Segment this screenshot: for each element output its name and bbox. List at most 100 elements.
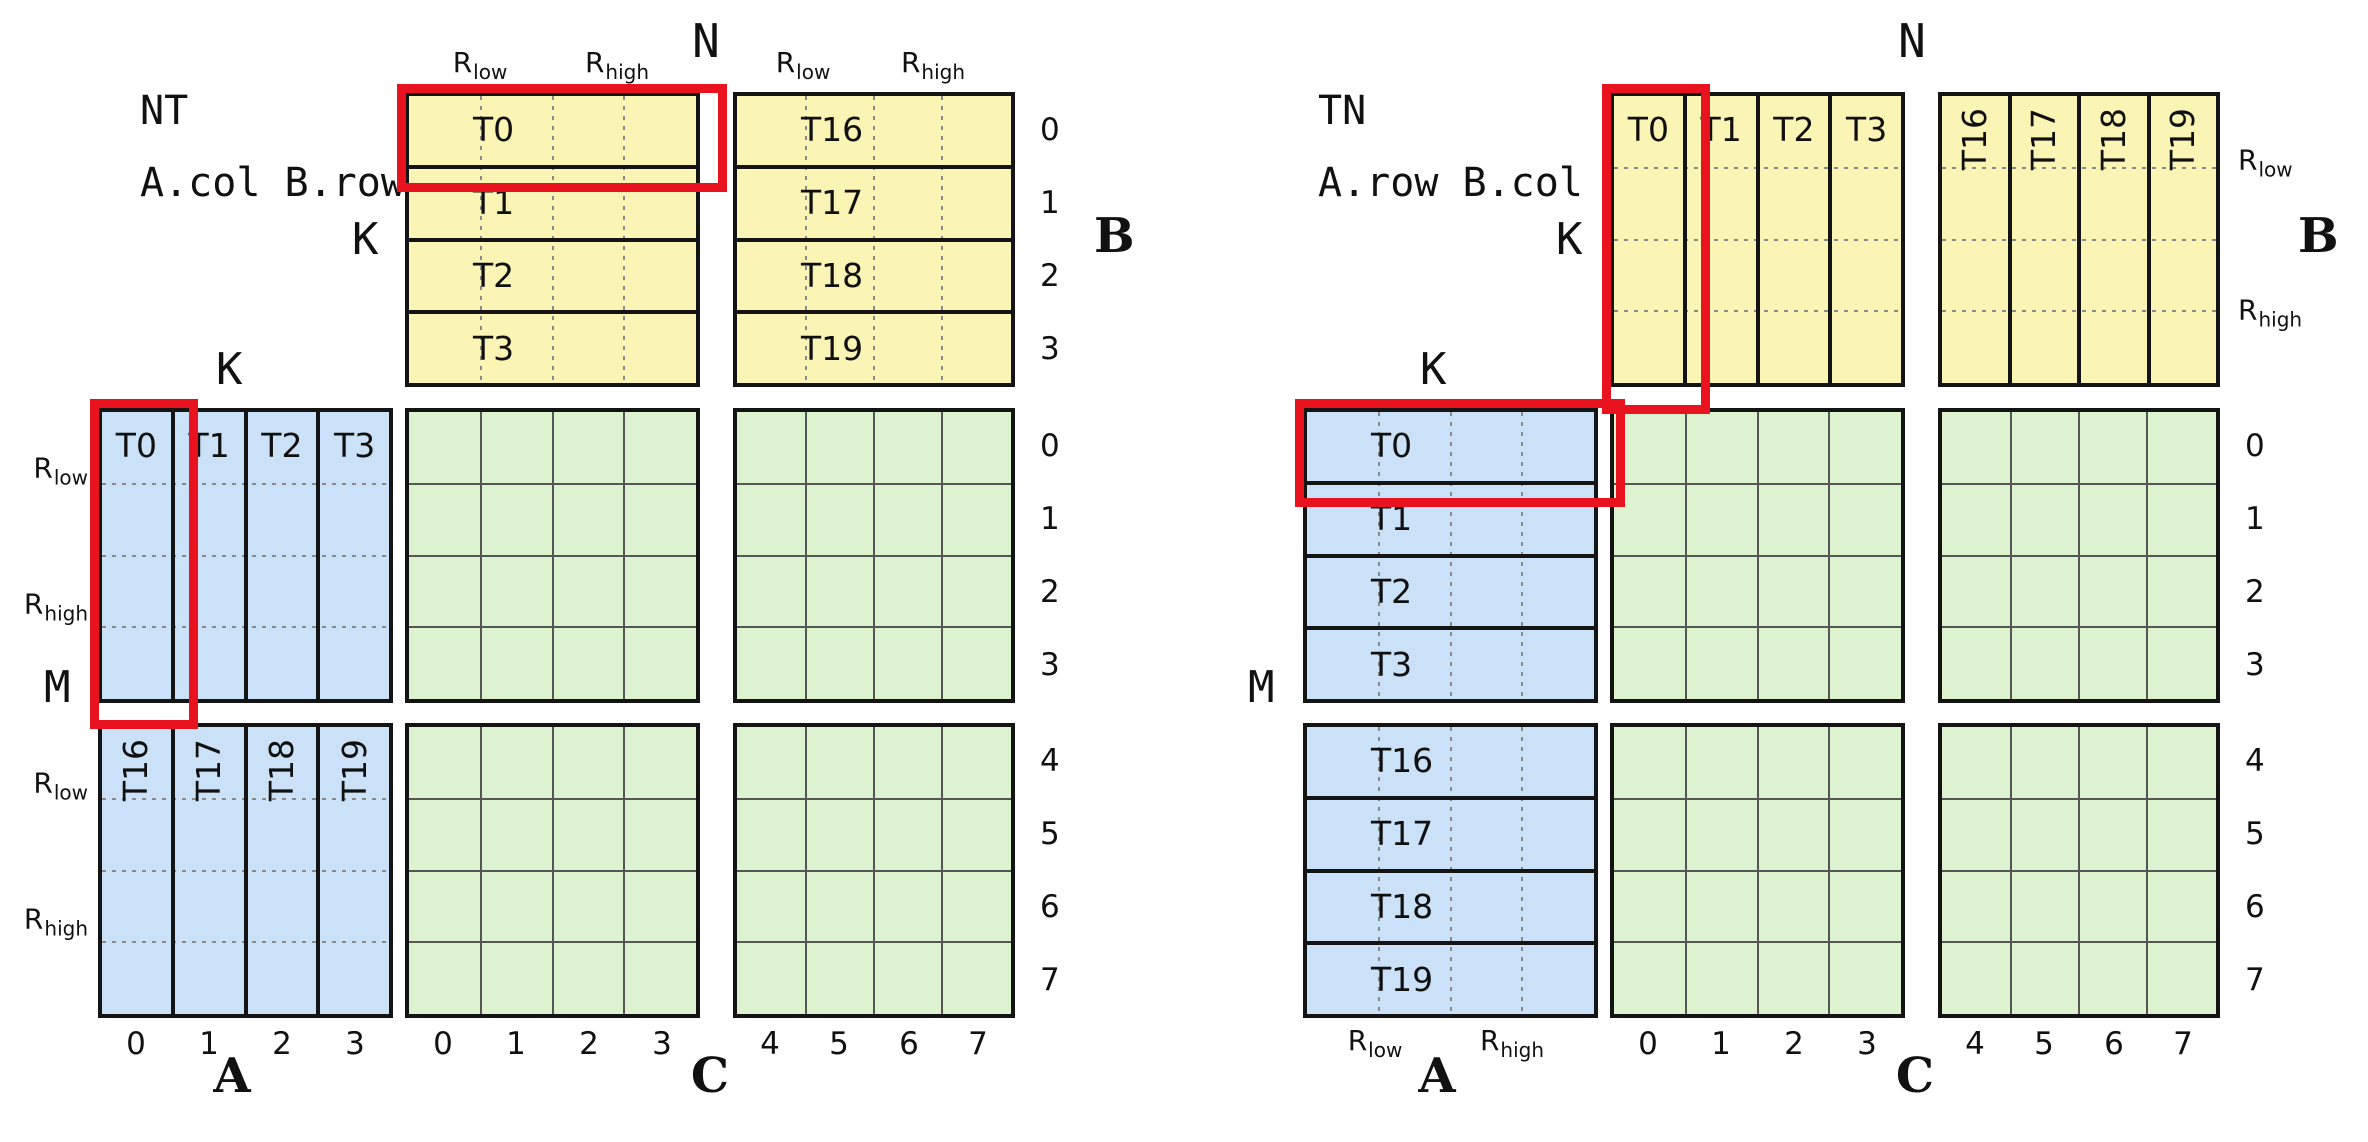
matrix-b-block-t16-t19: T16 T17 T18 T19 <box>733 92 1015 387</box>
c-col-index: 2 <box>1784 1026 1804 1062</box>
matrix-tile: T2 <box>1307 553 1594 627</box>
matrix-tile: T18 <box>1307 868 1594 942</box>
r-low-label: Rlow <box>2238 144 2293 182</box>
c-col-index: 7 <box>968 1026 988 1062</box>
r-subscript: low <box>473 60 508 84</box>
r-symbol: R <box>900 46 921 79</box>
panel-subtitle: A.row B.col <box>1318 160 1583 206</box>
matrix-c-block <box>1938 723 2220 1018</box>
c-col-index: 2 <box>579 1026 599 1062</box>
r-high-label: Rhigh <box>8 902 88 941</box>
r-subscript: low <box>796 60 831 84</box>
tile-label: T18 <box>801 255 864 295</box>
r-low-label: Rlow <box>8 766 88 805</box>
matrix-tile: T18 <box>737 237 1011 311</box>
k-axis-label-a: K <box>216 344 243 395</box>
r-symbol: R <box>23 902 44 936</box>
r-subscript: low <box>1368 1038 1403 1062</box>
matrix-c-block <box>405 408 700 703</box>
tile-label: T0 <box>115 426 157 465</box>
tile-label: T18 <box>2093 108 2133 171</box>
matrix-b-label: B <box>1094 208 1135 264</box>
c-row-index: 6 <box>2245 889 2265 925</box>
c-col-index: 7 <box>2173 1026 2193 1062</box>
tile-label: T16 <box>116 739 156 802</box>
c-col-index: 6 <box>899 1026 919 1062</box>
matrix-a-block-t16-t19: T16 T17 T18 T19 <box>98 723 393 1018</box>
c-row-index: 3 <box>1040 647 1060 683</box>
a-col-index: 2 <box>272 1026 292 1062</box>
matrix-tile: T3 <box>1828 96 1901 383</box>
a-col-index: 0 <box>126 1026 146 1062</box>
c-row-index: 1 <box>2245 501 2265 537</box>
r-symbol: R <box>2238 293 2258 327</box>
r-subscript: high <box>44 601 88 626</box>
tile-label: T0 <box>473 110 515 150</box>
b-row-index: 3 <box>1040 331 1060 367</box>
matrix-tile: T17 <box>170 727 244 1014</box>
matrix-tile: T3 <box>409 310 696 383</box>
r-subscript: high <box>605 60 650 84</box>
c-row-index: 6 <box>1040 889 1060 925</box>
r-symbol: R <box>33 451 53 485</box>
matrix-tile: T16 <box>737 96 1011 165</box>
tile-label: T17 <box>188 739 228 802</box>
r-subscript: low <box>2258 157 2293 182</box>
r-low-label: Rlow <box>775 46 831 84</box>
r-high-label: Rhigh <box>584 46 649 84</box>
matrix-c-label: C <box>1895 1048 1935 1104</box>
r-subscript: high <box>44 916 88 941</box>
r-high-label: Rhigh <box>900 46 965 84</box>
matrix-c-block <box>405 723 700 1018</box>
matrix-b-block-t0-t3: T0 T1 T2 T3 <box>405 92 700 387</box>
matrix-tile: T19 <box>737 310 1011 383</box>
r-high-label: Rhigh <box>8 588 88 626</box>
n-axis-label: N <box>1898 14 1926 68</box>
matrix-a-label: A <box>1418 1048 1456 1104</box>
r-subscript: low <box>53 780 88 805</box>
k-axis-label-a: K <box>1420 344 1447 395</box>
c-col-index: 5 <box>829 1026 849 1062</box>
tile-label: T16 <box>801 110 864 150</box>
r-subscript: high <box>1500 1038 1545 1062</box>
c-row-index: 2 <box>2245 574 2265 610</box>
r-symbol: R <box>775 46 796 79</box>
panel-title: NT <box>140 88 189 134</box>
c-row-index: 0 <box>2245 428 2265 464</box>
b-row-index: 2 <box>1040 258 1060 294</box>
tile-label: T19 <box>1371 959 1434 999</box>
c-col-index: 0 <box>433 1026 453 1062</box>
tile-label: T17 <box>2024 108 2064 171</box>
matrix-tile: T17 <box>2007 96 2078 383</box>
tile-label: T3 <box>473 328 515 368</box>
m-axis-label: M <box>1248 662 1275 713</box>
matrix-a-block-t16-t19: T16 T17 T18 T19 <box>1303 723 1598 1018</box>
c-row-index: 1 <box>1040 501 1060 537</box>
matrix-tile: T18 <box>2077 96 2147 383</box>
r-high-label: Rhigh <box>1479 1024 1544 1062</box>
tile-label: T19 <box>334 739 374 802</box>
matrix-b-block-t0-t3: T0 T1 T2 T3 <box>1610 92 1905 387</box>
r-subscript: low <box>53 465 88 490</box>
matrix-tile: T16 <box>102 727 171 1014</box>
r-symbol: R <box>584 46 605 79</box>
c-col-index: 4 <box>760 1026 780 1062</box>
matrix-tile: T19 <box>1307 941 1594 1014</box>
r-symbol: R <box>1347 1024 1368 1057</box>
n-axis-label: N <box>692 14 720 68</box>
r-symbol: R <box>1479 1024 1500 1057</box>
matrix-tile: T2 <box>243 412 317 699</box>
tile-label: T2 <box>1773 110 1815 149</box>
matrix-c-block <box>1938 408 2220 703</box>
c-row-index: 5 <box>2245 816 2265 852</box>
r-symbol: R <box>33 766 53 800</box>
a-col-index: 1 <box>199 1026 219 1062</box>
tile-label: T16 <box>1371 741 1434 781</box>
a-col-index: 3 <box>345 1026 365 1062</box>
panel-title: TN <box>1318 88 1367 134</box>
m-axis-label: M <box>44 662 71 713</box>
b-row-index: 0 <box>1040 112 1060 148</box>
tile-label: T3 <box>334 426 376 465</box>
c-col-index: 0 <box>1638 1026 1658 1062</box>
